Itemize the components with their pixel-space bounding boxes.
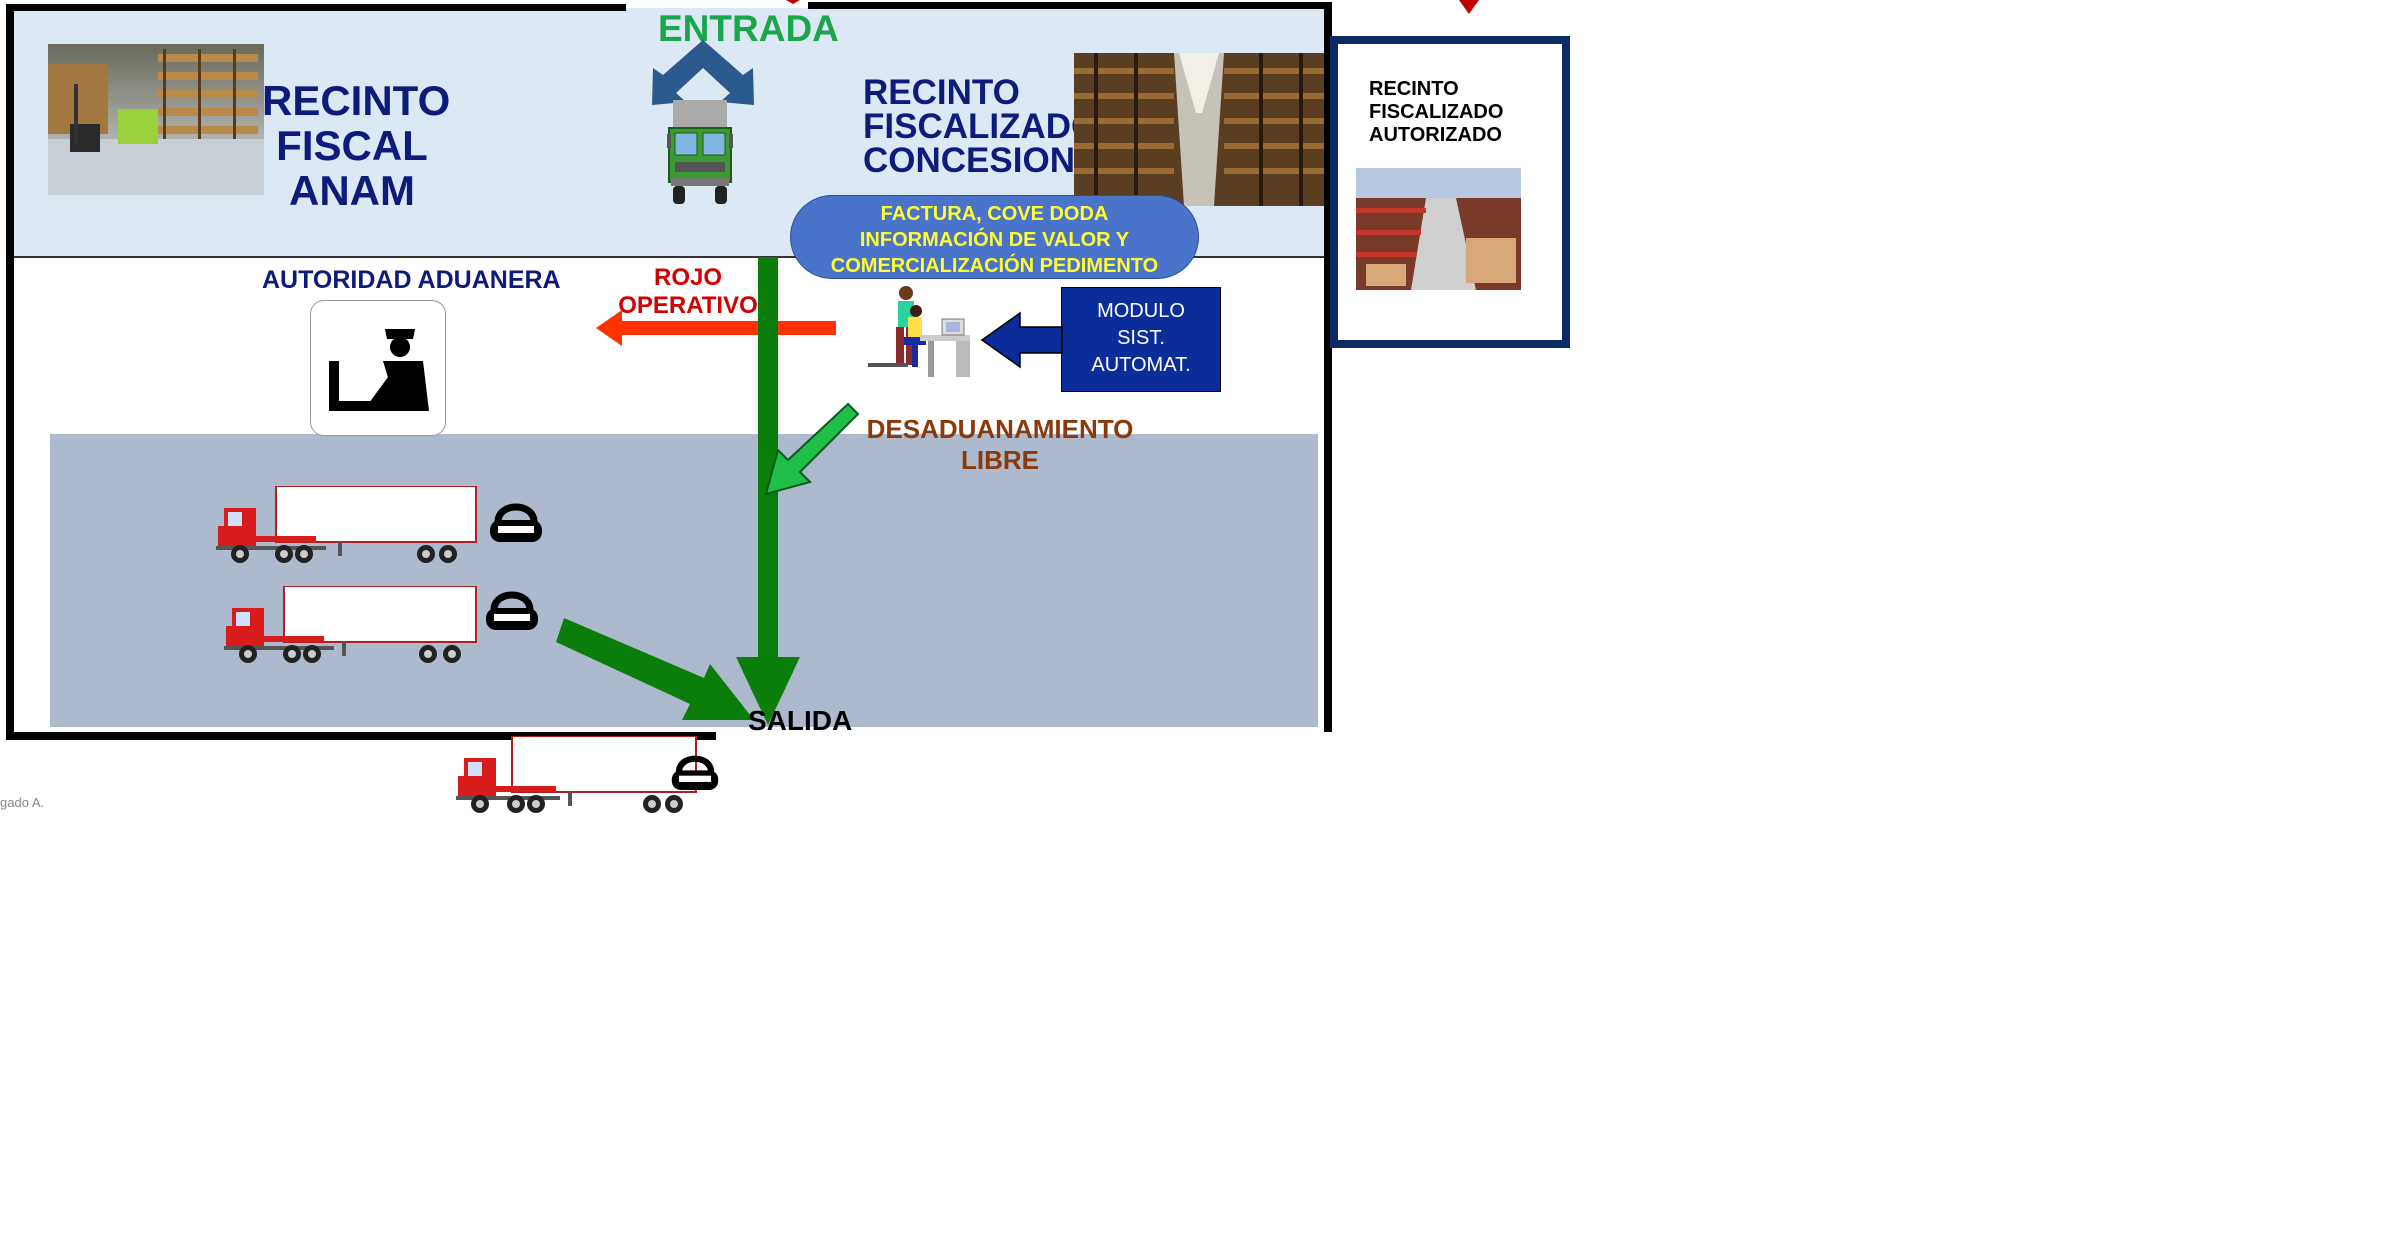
modulo-arrow (980, 311, 1063, 369)
rojo-operativo-label: ROJO OPERATIVO (618, 264, 758, 319)
red-down-arrow-icon (786, 0, 800, 4)
customs-officer-box (310, 300, 446, 436)
recinto-autorizado-label: RECINTO FISCALIZADO AUTORIZADO (1369, 78, 1504, 146)
desaduanamiento-label: DESADUANAMIENTO LIBRE (866, 414, 1134, 475)
warehouse-photo-concesionado (1074, 53, 1324, 206)
warehouse-photo-autorizado (1356, 168, 1521, 290)
factura-pill (790, 195, 1199, 279)
green-truck-icon (667, 100, 733, 204)
desaduanamiento-arrow (764, 402, 860, 496)
red-truck-icon (224, 586, 477, 663)
warehouse-photo-anam (48, 44, 264, 195)
main-green-down-arrow (736, 257, 800, 725)
yard-exit-arrow (556, 618, 754, 720)
frame-top-right (808, 2, 1328, 9)
band-divider (12, 256, 1325, 258)
red-truck-icon (216, 486, 477, 563)
salida-label: SALIDA (748, 705, 853, 736)
workers-computer-icon (868, 286, 970, 377)
factura-pill-label: FACTURA, COVE DODA INFORMACIÓN DE VALOR … (830, 203, 1159, 277)
entrada-double-arrow-icon (652, 40, 754, 105)
frame-top-left (8, 4, 626, 11)
red-down-arrow-icon (1459, 0, 1479, 14)
padlock-icon (486, 591, 538, 630)
rojo-operativo-arrow (596, 310, 836, 346)
modulo-label: MODULO SIST. AUTOMAT. (1091, 300, 1191, 376)
recinto-fiscal-anam-label: RECINTO FISCAL ANAM (262, 77, 451, 214)
frame-left (6, 4, 14, 740)
padlock-icon (671, 755, 719, 790)
red-truck-icon (456, 736, 697, 813)
customs-officer-icon (329, 329, 429, 411)
frame-bottom (6, 732, 716, 740)
padlock-icon (490, 503, 542, 542)
entrada-label: ENTRADA (658, 8, 839, 49)
footer-fragment: gado A. (0, 795, 45, 810)
frame-right (1324, 2, 1332, 732)
autoridad-aduanera-label: AUTORIDAD ADUANERA (262, 266, 561, 294)
